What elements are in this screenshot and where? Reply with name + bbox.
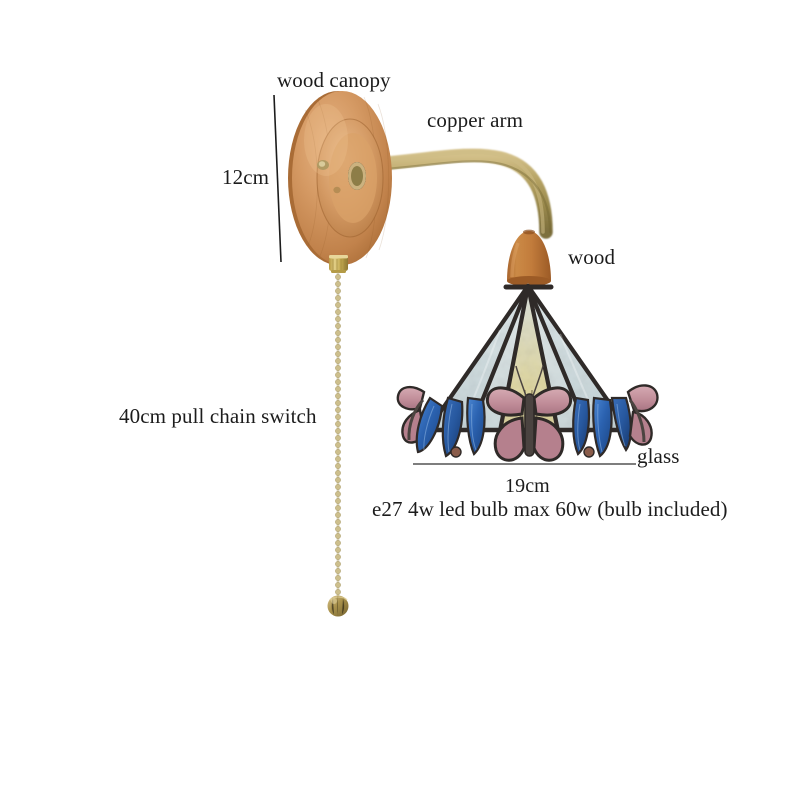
pull-chain-switch-housing[interactable]	[329, 255, 348, 273]
label-pull-chain-switch: 40cm pull chain switch	[119, 404, 317, 428]
pull-chain-finial[interactable]	[327, 595, 349, 617]
label-glass: glass	[637, 444, 680, 468]
pull-chain[interactable]	[335, 272, 341, 596]
label-copper-arm: copper arm	[427, 108, 524, 132]
blue-petals-left	[415, 396, 486, 458]
label-bulb-spec: e27 4w led bulb max 60w (bulb included)	[372, 497, 728, 521]
glass-shade	[423, 283, 633, 434]
blue-petals-right	[572, 396, 632, 458]
dimension-label-height: 12cm	[222, 165, 270, 189]
dimension-line-height	[273, 94, 282, 263]
butterfly-center	[485, 365, 573, 462]
wood-shade-cap	[507, 229, 551, 286]
butterfly-right-edge	[626, 384, 659, 446]
wood-canopy	[288, 91, 392, 265]
butterfly-glass-skirt	[396, 365, 659, 462]
label-wood: wood	[568, 245, 616, 269]
dimension-label-width: 19cm	[505, 475, 550, 497]
copper-arm	[345, 148, 553, 239]
label-wood-canopy: wood canopy	[277, 68, 391, 92]
